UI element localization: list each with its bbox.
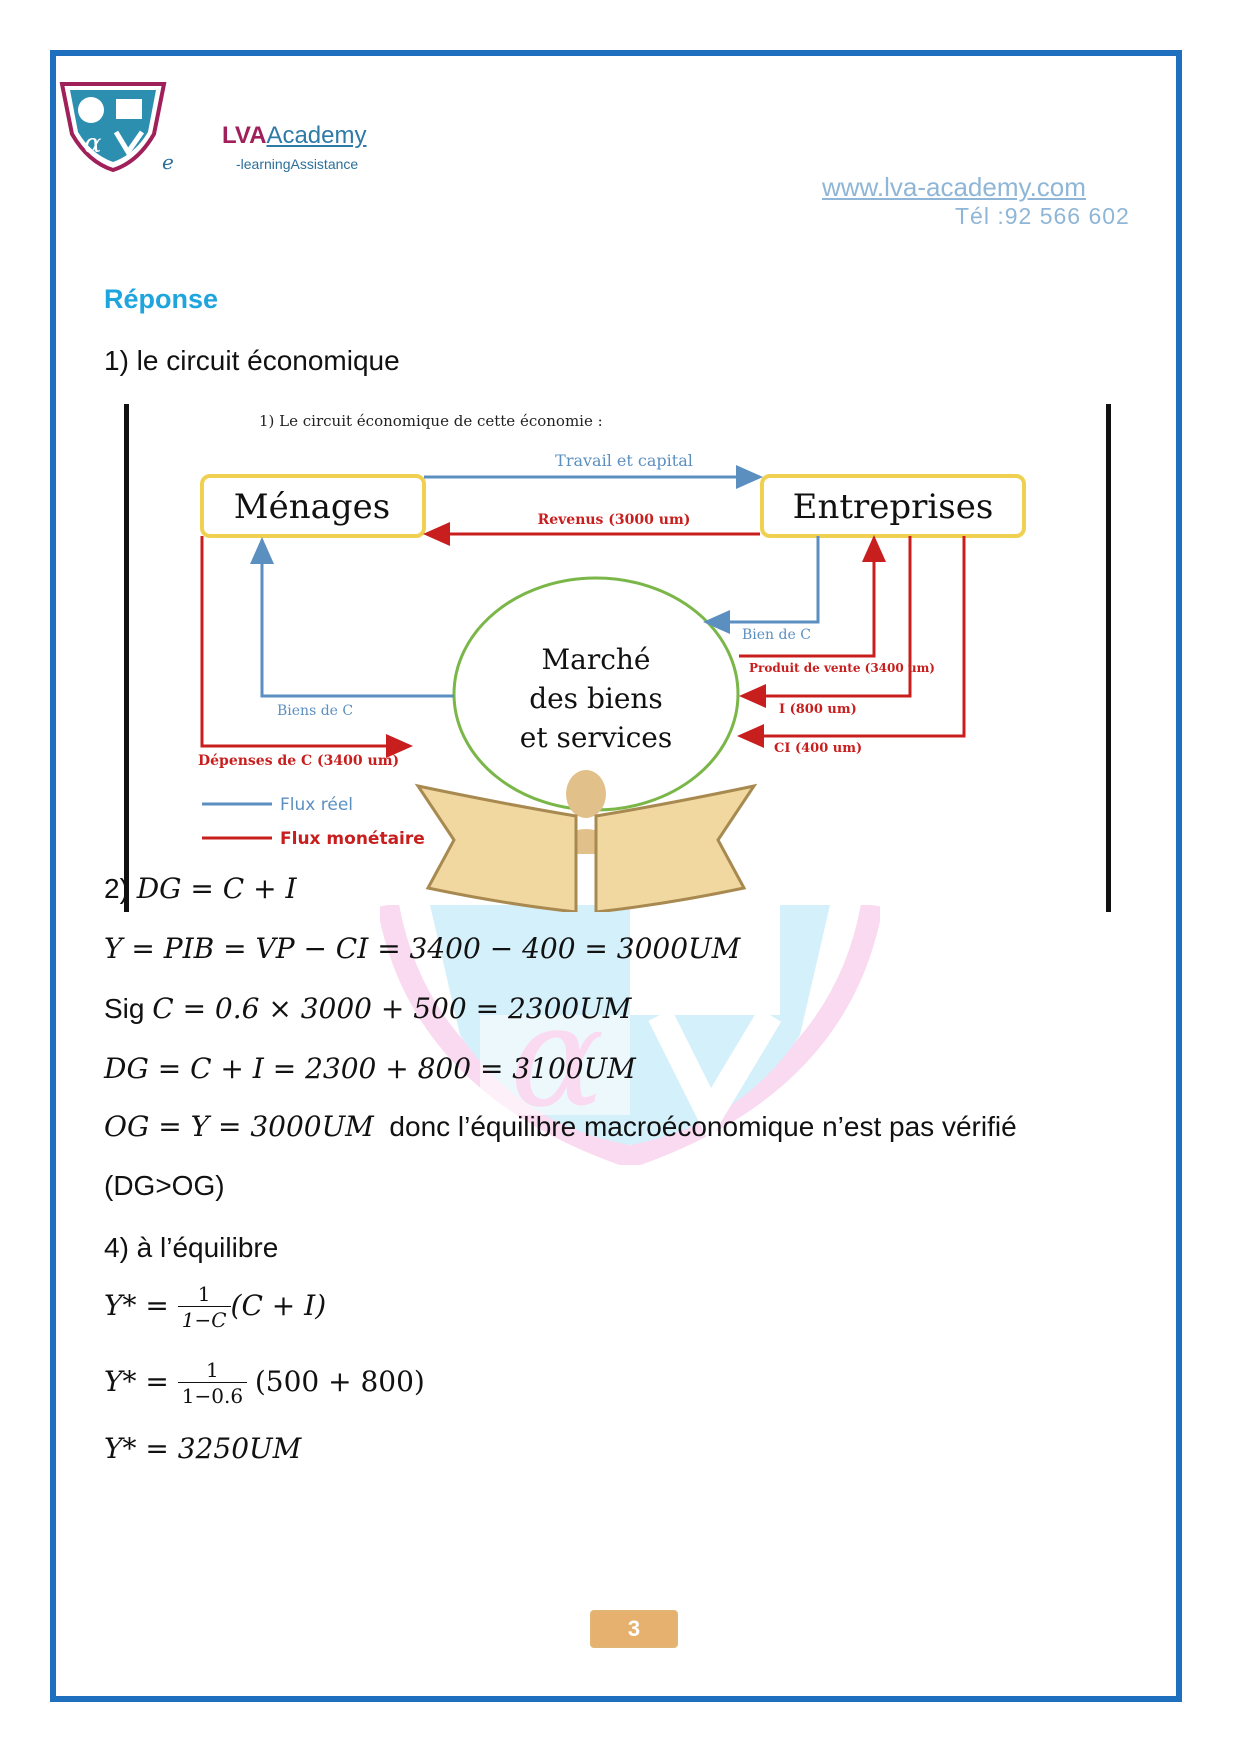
entreprises-label: Entreprises [793, 487, 994, 527]
og-formula: OG = Y = 3000UM [104, 1110, 374, 1143]
label-produit-vente: Produit de vente (3400 um) [749, 661, 935, 675]
brand-tagline: -learningAssistance [236, 156, 359, 172]
reader-illustration [414, 770, 758, 912]
entreprises-box [760, 474, 1026, 538]
figure-left-rule [124, 404, 129, 912]
question-4-title: 4) à l’équilibre [104, 1232, 279, 1263]
dg-definition: DG = C + I [136, 872, 297, 905]
og-comparison: (DG>OG) [104, 1170, 225, 1201]
legend-money-label: Flux monétaire [280, 829, 425, 849]
arrow-produit-vente [739, 535, 886, 658]
y-formula: Y = PIB = VP − CI = 3400 − 400 = 3000UM [104, 932, 741, 965]
brand-name: LVAAcademy [222, 122, 367, 149]
svg-text:α: α [510, 976, 605, 1139]
menages-box [200, 474, 426, 538]
equilibrium-result: Y* = 3250UM [104, 1432, 302, 1465]
figure-right-rule [1106, 404, 1111, 912]
label-revenus: Revenus (3000 um) [538, 512, 691, 528]
brand-e-mark: e [162, 150, 174, 174]
answer-heading: Réponse [104, 284, 219, 314]
og-conclusion: donc l’équilibre macroéconomique n’est p… [389, 1111, 1017, 1142]
figure-caption: 1) Le circuit économique de cette économ… [259, 412, 603, 430]
menages-label: Ménages [234, 487, 390, 527]
dg-formula: DG = C + I = 2300 + 800 = 3100UM [104, 1052, 636, 1085]
legend-real-label: Flux réel [280, 795, 353, 815]
academy-shield-logo: α [59, 82, 167, 172]
og-line: OG = Y = 3000UM donc l’équilibre macroéc… [104, 1110, 1017, 1143]
shield-watermark: α [380, 905, 880, 1165]
arrow-i [739, 536, 912, 708]
question-2-line: 2) DG = C + I [104, 872, 297, 905]
economic-circuit-diagram: 1) Le circuit économique de cette économ… [198, 412, 1026, 912]
phone-number: Tél :92 566 602 [955, 203, 1130, 229]
consumption-formula: C = 0.6 × 3000 + 500 = 2300UM [152, 992, 632, 1025]
arrow-ci [737, 536, 966, 748]
arrow-depenses [200, 536, 413, 758]
svg-text:α: α [84, 129, 102, 159]
market-label-3: et services [520, 721, 672, 754]
question-1-title: 1) le circuit économique [104, 345, 400, 376]
label-ci: CI (400 um) [774, 741, 862, 756]
label-biens-de-c-menages: Biens de C [277, 703, 353, 719]
label-depenses: Dépenses de C (3400 um) [198, 753, 399, 769]
page-number-badge: 3 [590, 1610, 678, 1648]
label-bien-de-c-entreprises: Bien de C [742, 627, 811, 643]
website-link[interactable]: www.lva-academy.com [822, 172, 1086, 202]
arrow-biens-de-c-menages [250, 537, 454, 698]
market-label-1: Marché [541, 643, 650, 676]
page-border [50, 50, 1182, 1702]
arrow-bien-de-c-entreprises [703, 536, 820, 634]
market-label-2: des biens [529, 682, 663, 715]
sig-c-line: Sig C = 0.6 × 3000 + 500 = 2300UM [104, 992, 632, 1025]
label-travail: Travail et capital [555, 451, 693, 470]
label-i: I (800 um) [779, 702, 857, 717]
